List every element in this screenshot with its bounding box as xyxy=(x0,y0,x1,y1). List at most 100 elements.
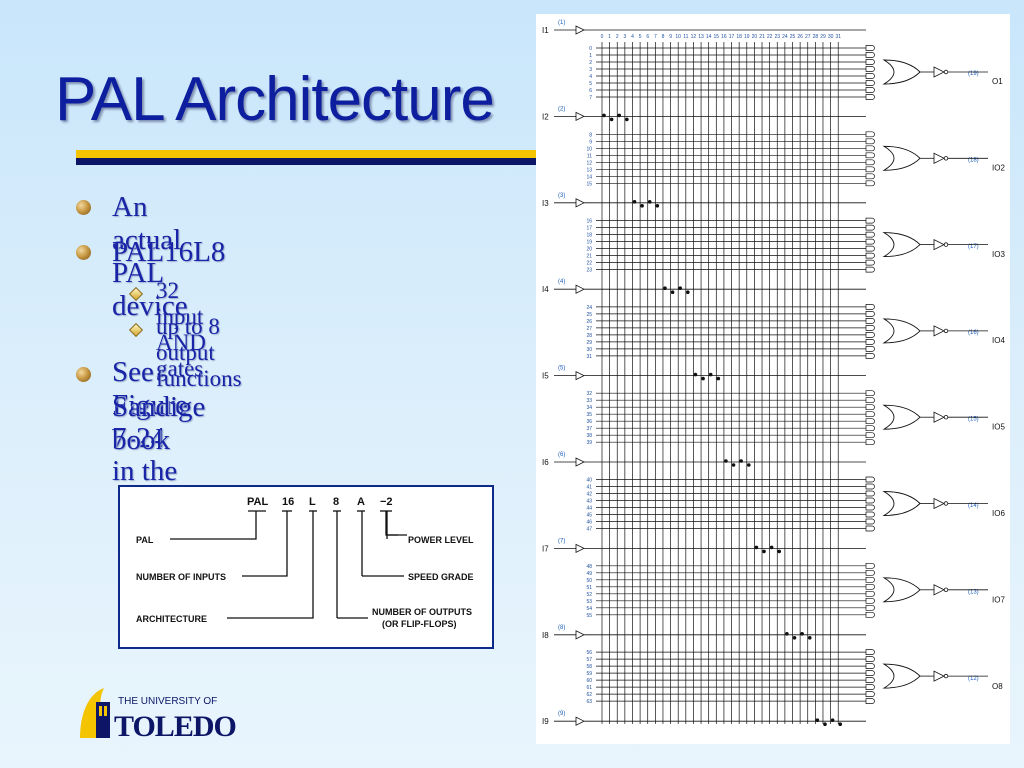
input-pin-number: (2) xyxy=(558,106,565,112)
or-gate-icon xyxy=(882,59,921,85)
and-gate-icon xyxy=(865,497,875,504)
product-term-number: 56 xyxy=(586,650,592,656)
segment-power: −2 xyxy=(380,496,393,508)
column-number: 6 xyxy=(646,34,649,40)
column-number: 30 xyxy=(828,34,834,40)
connection-dot xyxy=(762,549,766,554)
segment-outputs: 8 xyxy=(333,496,339,508)
label-flip-flops: (OR FLIP-FLOPS) xyxy=(382,619,457,629)
or-gate-icon xyxy=(882,145,921,171)
and-gate-icon xyxy=(865,604,875,611)
connection-dot xyxy=(754,545,759,550)
part-number-diagram: PAL 16 L 8 A −2 PAL NUMBER OF INPUTS ARC… xyxy=(118,485,494,649)
product-term-number: 7 xyxy=(589,95,592,101)
and-gate-icon xyxy=(865,353,875,359)
output-buffer-icon xyxy=(933,325,945,337)
product-term-number: 29 xyxy=(586,340,592,346)
product-term-number: 26 xyxy=(586,319,592,325)
connection-dot xyxy=(625,117,629,122)
inverter-bubble-icon xyxy=(943,587,949,592)
connection-dot xyxy=(609,117,614,122)
and-gate-icon xyxy=(865,439,875,446)
label-pal: PAL xyxy=(136,535,154,545)
product-term-number: 63 xyxy=(586,699,592,705)
and-gate-icon xyxy=(865,411,875,418)
product-term-number: 43 xyxy=(586,499,592,505)
input-buffer-icon xyxy=(575,198,585,208)
bullet-text: PAL16L8 xyxy=(112,236,226,268)
column-number: 3 xyxy=(623,34,626,40)
and-gate-icon xyxy=(865,525,875,532)
output-label: IO7 xyxy=(992,595,1005,604)
and-gate-icon xyxy=(865,238,875,245)
input-pin-number: (5) xyxy=(558,366,565,372)
product-term-number: 31 xyxy=(586,354,592,360)
input-buffer-icon xyxy=(575,630,585,640)
input-buffer-icon xyxy=(575,370,585,381)
product-term-number: 54 xyxy=(586,606,592,612)
input-buffer-icon xyxy=(575,284,585,294)
input-pin-number: (3) xyxy=(558,193,565,199)
and-gate-icon xyxy=(865,518,875,525)
product-term-number: 37 xyxy=(586,426,592,432)
column-number: 24 xyxy=(782,34,788,40)
column-number: 17 xyxy=(729,34,735,40)
product-term-number: 14 xyxy=(586,174,592,180)
input-buffer-icon xyxy=(575,111,585,122)
column-number: 13 xyxy=(698,34,704,40)
segment-inputs: 16 xyxy=(282,496,294,508)
product-term-number: 58 xyxy=(586,664,592,670)
and-gate-icon xyxy=(865,418,875,425)
product-term-number: 52 xyxy=(586,592,592,598)
product-term-number: 17 xyxy=(586,226,592,232)
sub-bullet-diamond-icon xyxy=(128,322,144,338)
output-pin-number: (14) xyxy=(968,503,979,509)
connection-dot xyxy=(602,113,606,118)
and-gate-icon xyxy=(865,649,875,655)
and-gate-icon xyxy=(865,332,875,338)
input-pin-number: (9) xyxy=(558,711,565,717)
and-gate-icon xyxy=(865,311,875,317)
connection-dot xyxy=(785,632,789,636)
or-gate-icon xyxy=(882,404,921,430)
output-pin-number: (16) xyxy=(968,330,979,336)
product-term-number: 22 xyxy=(586,261,592,267)
or-gate-icon xyxy=(882,232,921,258)
and-gate-icon xyxy=(865,483,875,490)
connection-dot xyxy=(640,204,644,208)
output-buffer-icon xyxy=(933,152,945,164)
product-term-number: 8 xyxy=(589,132,592,138)
connection-dot xyxy=(830,718,835,722)
column-number: 4 xyxy=(631,34,634,40)
university-logo: THE UNIVERSITY OF TOLEDO xyxy=(74,684,274,744)
and-gate-icon xyxy=(865,224,875,231)
connection-dot xyxy=(807,636,812,640)
product-term-number: 24 xyxy=(586,305,592,311)
product-term-number: 4 xyxy=(589,74,592,80)
input-buffer-icon xyxy=(575,543,585,554)
product-term-number: 10 xyxy=(586,146,592,152)
column-number: 22 xyxy=(767,34,773,40)
and-gate-icon xyxy=(865,138,875,145)
output-buffer-icon xyxy=(933,497,945,510)
product-term-number: 23 xyxy=(586,268,592,274)
and-gate-icon xyxy=(865,252,875,259)
column-number: 23 xyxy=(774,34,780,40)
product-term-number: 20 xyxy=(586,247,592,253)
and-gate-icon xyxy=(865,698,875,704)
output-pin-number: (19) xyxy=(968,71,979,77)
product-term-number: 9 xyxy=(589,139,592,145)
and-gate-icon xyxy=(865,325,875,331)
and-gate-icon xyxy=(865,266,875,273)
connection-dot xyxy=(670,290,675,295)
inverter-bubble-icon xyxy=(943,69,949,75)
product-term-number: 42 xyxy=(586,492,592,498)
label-number-of-inputs: NUMBER OF INPUTS xyxy=(136,572,226,582)
output-label: IO3 xyxy=(992,250,1005,259)
and-gate-icon xyxy=(865,166,875,173)
output-buffer-icon xyxy=(933,670,945,682)
output-buffer-icon xyxy=(933,411,945,423)
and-gate-icon xyxy=(865,87,875,93)
product-term-number: 16 xyxy=(586,219,592,225)
connection-dot xyxy=(724,459,728,463)
